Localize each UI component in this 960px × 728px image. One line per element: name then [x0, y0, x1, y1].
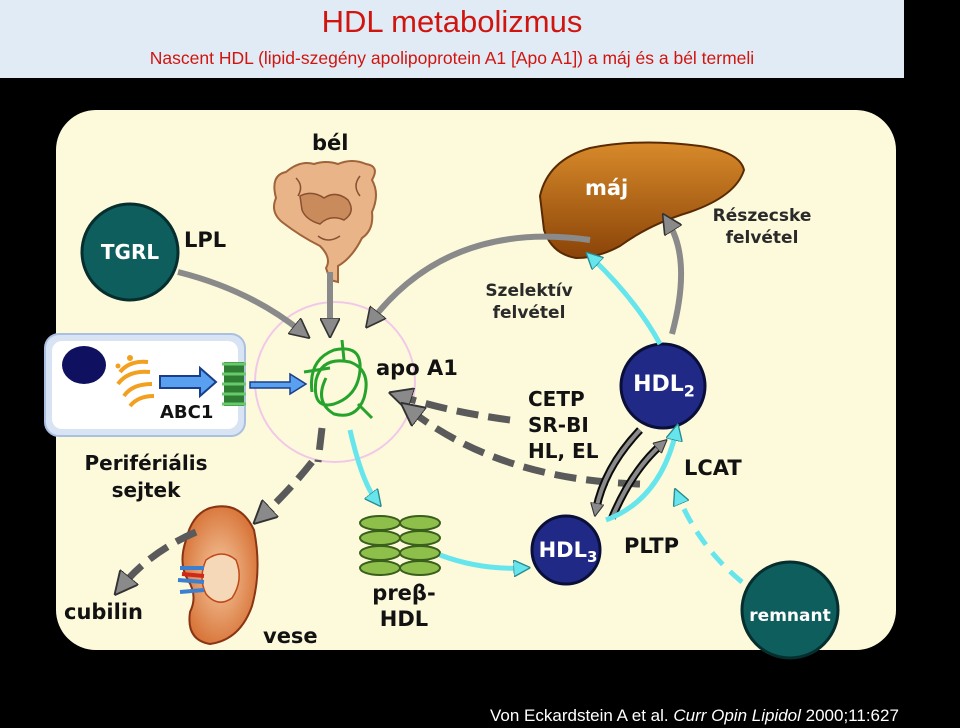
label-reszecske-line2: felvétel: [725, 228, 799, 248]
label-szelektiv-line1: Szelektív: [485, 281, 573, 301]
remnant-circle: [740, 560, 840, 660]
label-hdl3-base: HDL: [538, 538, 587, 562]
label-vese: vese: [263, 624, 318, 648]
label-maj: máj: [585, 176, 629, 200]
label-periferialis-sejtek: Perifériális sejtek: [64, 450, 228, 504]
kidney-illustration: [177, 505, 259, 646]
label-szelektiv-line2: felvétel: [492, 303, 566, 323]
label-remnant: remnant: [749, 606, 831, 626]
label-szelektiv-felvetel: Szelektív felvétel: [472, 280, 586, 324]
label-bel: bél: [312, 131, 349, 155]
tgrl-circle: [80, 202, 180, 302]
gray-arrows: [177, 222, 685, 334]
intestine-illustration: [273, 160, 377, 284]
citation-journal: Curr Opin Lipidol: [673, 706, 801, 725]
prebeta-discs: [359, 515, 441, 576]
label-periferialis-line2: sejtek: [111, 478, 181, 502]
label-periferialis-line1: Perifériális: [84, 451, 208, 475]
label-hdl2: HDL2: [626, 372, 702, 400]
label-apo-a1: apo A1: [376, 356, 458, 380]
label-hdl3-sub: 3: [586, 548, 598, 567]
citation-footer: Von Eckardstein A et al. Curr Opin Lipid…: [490, 706, 899, 726]
citation-prefix: Von Eckardstein A et al.: [490, 706, 674, 725]
label-cubilin: cubilin: [64, 600, 143, 624]
label-hdl2-sub: 2: [683, 381, 695, 401]
label-prebeta-line2: HDL: [379, 607, 429, 631]
peripheral-cell: [44, 333, 246, 437]
header-box: HDL metabolizmus Nascent HDL (lipid-szeg…: [0, 0, 904, 78]
label-hl-el: HL, EL: [528, 439, 599, 463]
label-pltp: PLTP: [624, 534, 680, 558]
label-hdl3: HDL3: [532, 538, 604, 566]
label-abc1: ABC1: [160, 402, 214, 423]
label-hdl2-base: HDL: [633, 372, 684, 397]
label-srbi: SR-BI: [528, 413, 589, 437]
apo-a1-molecule: [303, 339, 374, 420]
cyan-arrows: [347, 258, 676, 568]
label-lpl: LPL: [184, 228, 227, 252]
liver-illustration: [538, 141, 746, 260]
label-lcat: LCAT: [684, 456, 742, 480]
label-reszecske-line1: Részecske: [712, 206, 812, 226]
citation-suffix: 2000;11:627: [800, 706, 899, 725]
label-tgrl: TGRL: [100, 240, 160, 264]
hdl3-circle: [530, 514, 602, 586]
label-prebeta-hdl: preβ- HDL: [362, 580, 446, 632]
page-subtitle: Nascent HDL (lipid-szegény apolipoprotei…: [149, 48, 755, 68]
label-prebeta-line1: preβ-: [372, 581, 436, 605]
label-enzymes: CETP SR-BI HL, EL: [528, 386, 598, 464]
label-reszecske-felvetel: Részecske felvétel: [700, 205, 824, 249]
hdl2-circle: [619, 342, 707, 430]
page-title: HDL metabolizmus: [321, 4, 583, 39]
label-cetp: CETP: [528, 387, 585, 411]
